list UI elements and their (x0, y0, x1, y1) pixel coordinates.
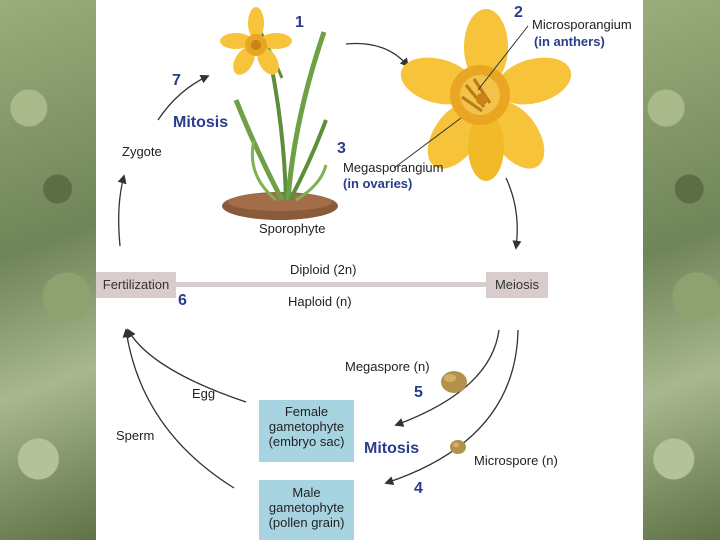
sporophyte-label: Sporophyte (259, 221, 326, 236)
diploid-label: Diploid (2n) (290, 262, 356, 277)
female-gametophyte-line-3: (embryo sac) (259, 434, 354, 449)
leaf-background-right (643, 0, 720, 540)
arrow-to-meiosis (506, 178, 517, 248)
step-number-3: 3 (337, 140, 346, 158)
male-gametophyte-line-2: gametophyte (259, 500, 354, 515)
arrow-egg-to-fertilization (128, 330, 246, 402)
sperm-label: Sperm (116, 428, 154, 443)
female-gametophyte-box: Female gametophyte (embryo sac) (259, 400, 354, 462)
arrow-sporophyte-to-microsporangium (346, 43, 408, 66)
male-gametophyte-line-3: (pollen grain) (259, 515, 354, 530)
microsporangium-label: Microsporangium (532, 17, 632, 32)
step-number-6: 6 (178, 292, 187, 310)
sporophyte-plant-illustration (220, 7, 338, 220)
haploid-label: Haploid (n) (288, 294, 352, 309)
zygote-label: Zygote (122, 144, 162, 159)
step-number-4: 4 (414, 480, 423, 498)
leaf-background-left (0, 0, 96, 540)
in-ovaries-label: (in ovaries) (343, 176, 412, 191)
arrow-sperm-to-fertilization (126, 330, 234, 488)
male-gametophyte-line-1: Male (259, 485, 354, 500)
female-gametophyte-line-2: gametophyte (259, 419, 354, 434)
ploidy-divider (174, 282, 486, 287)
megaspore (441, 371, 467, 393)
megaspore-label: Megaspore (n) (345, 359, 430, 374)
step-number-1: 1 (295, 14, 304, 32)
arrow-fertilization-to-zygote (119, 176, 124, 246)
female-gametophyte-line-1: Female (259, 404, 354, 419)
meiosis-label: Meiosis (486, 272, 548, 298)
microspore-label: Microspore (n) (474, 453, 558, 468)
in-anthers-label: (in anthers) (534, 34, 605, 49)
megasporangium-label: Megasporangium (343, 160, 443, 175)
step-number-2: 2 (514, 4, 523, 22)
step-number-5: 5 (414, 384, 423, 402)
mitosis-bottom-label: Mitosis (364, 440, 419, 458)
microspore (450, 440, 466, 454)
step-number-7: 7 (172, 72, 181, 90)
mitosis-top-label: Mitosis (173, 114, 228, 132)
life-cycle-diagram: 1 2 3 4 5 6 7 Microsporangium (in anther… (96, 0, 643, 540)
fertilization-label: Fertilization (96, 272, 176, 298)
egg-label: Egg (192, 386, 215, 401)
male-gametophyte-box: Male gametophyte (pollen grain) (259, 480, 354, 540)
